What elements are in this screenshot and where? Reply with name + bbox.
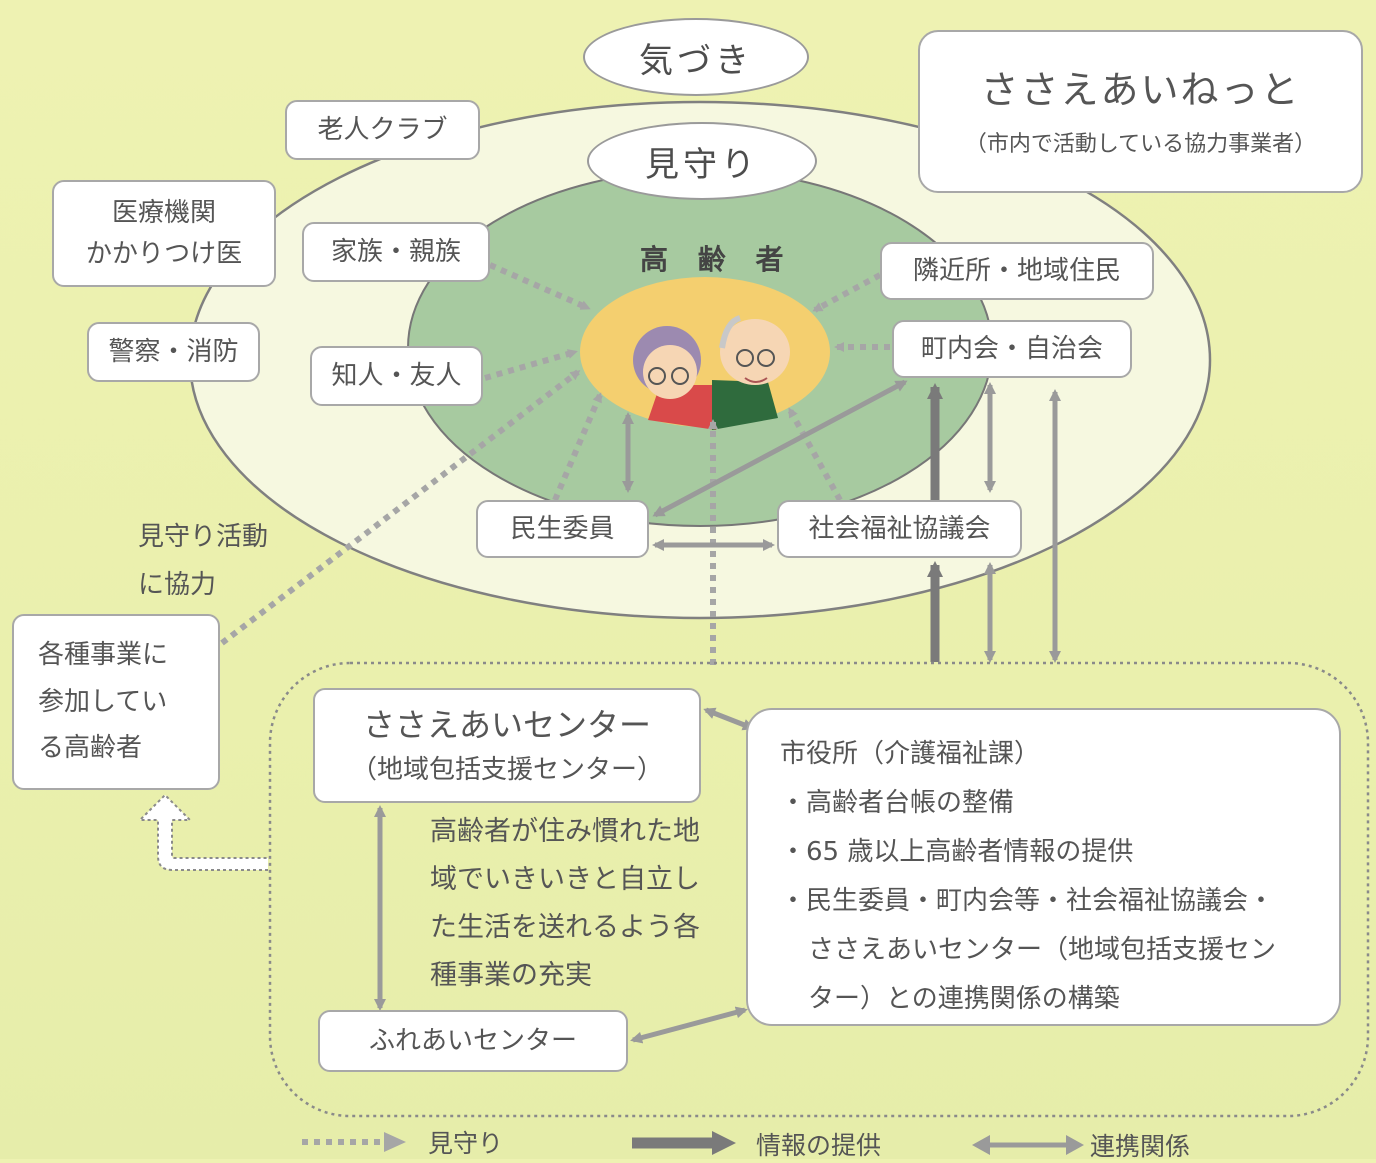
arrow-kinjo — [812, 272, 882, 313]
legend-renkei-label: 連携関係 — [1090, 1132, 1191, 1161]
center-title: 高 齢 者 — [640, 243, 794, 276]
desc-line4: 種事業の充実 — [430, 960, 592, 991]
node-chounai: 町内会・自治会 — [892, 320, 1132, 378]
arrow-kazoku — [488, 262, 591, 311]
lower-area-frame — [268, 661, 1370, 1118]
node-chijin-label: 知人・友人 — [331, 360, 462, 391]
link-fureai-city — [630, 1006, 748, 1044]
city-item-3: ・民生委員・町内会等・社会福祉協議会・ — [780, 886, 1275, 916]
node-kinjo: 隣近所・地域住民 — [880, 242, 1154, 300]
city-hall-title: 市役所（介護福祉課） — [780, 739, 1041, 769]
node-iryou: 医療機関 かかりつけ医 — [52, 180, 276, 287]
legend-grey-head-left — [972, 1135, 990, 1155]
link-minsei-chounai — [652, 379, 908, 518]
sasae-net-subtitle: （市内で活動している協力事業者） — [964, 131, 1317, 157]
sasae-center-title: ささえあいセンター — [362, 705, 651, 744]
node-iryou-line1: 医療機関 — [111, 198, 216, 229]
legend-grey-head-right — [1066, 1135, 1084, 1155]
sasae-center-subtitle: （地域包括支援センター） — [350, 755, 663, 786]
legend-mimamori-label: 見守り — [428, 1129, 504, 1158]
sasae-net-box: ささえあいねっと （市内で活動している協力事業者） — [918, 30, 1363, 193]
node-shakyo: 社会福祉協議会 — [777, 500, 1022, 558]
sasae-net-logo: ささえあいねっと — [980, 68, 1301, 112]
participants-line1: 各種事業に — [38, 639, 169, 670]
participants-line3: る高齢者 — [38, 733, 143, 764]
legend-jouhou-label: 情報の提供 — [756, 1131, 882, 1160]
side-note: 見守り活動 に協力 — [138, 513, 268, 609]
node-chounai-label: 町内会・自治会 — [920, 333, 1103, 364]
node-chijin: 知人・友人 — [310, 346, 483, 406]
desc-line1: 高齢者が住み慣れた地 — [430, 816, 700, 847]
node-keisatsu: 警察・消防 — [87, 322, 260, 382]
node-roujin-label: 老人クラブ — [317, 114, 448, 145]
city-item-4: ささえあいセンター（地域包括支援セン — [808, 935, 1277, 965]
mimamori-label: 見守り — [587, 122, 817, 200]
node-keisatsu-label: 警察・消防 — [108, 336, 239, 367]
center-description: 高齢者が住み慣れた地 域でいきいきと自立し た生活を送れるよう各 種事業の充実 — [430, 808, 700, 1000]
desc-line2: 域でいきいきと自立し — [430, 864, 700, 895]
legend-dark-head — [712, 1131, 736, 1155]
node-kazoku: 家族・親族 — [302, 222, 490, 282]
city-item-2: ・65 歳以上高齢者情報の提供 — [780, 837, 1134, 867]
sasae-center-box: ささえあいセンター （地域包括支援センター） — [313, 688, 701, 803]
participants-line2: 参加してい — [38, 686, 168, 717]
participants-box: 各種事業に 参加してい る高齢者 — [12, 614, 220, 790]
arrow-participants — [220, 369, 581, 646]
side-note-line1: 見守り活動 — [138, 522, 269, 552]
arrow-chijin — [484, 349, 578, 381]
node-kinjo-label: 隣近所・地域住民 — [912, 255, 1121, 286]
fureai-center-label: ふれあいセンター — [368, 1025, 577, 1056]
node-shakyo-label: 社会福祉協議会 — [808, 513, 991, 544]
link-sasae-city — [703, 707, 755, 731]
node-minsei-label: 民生委員 — [510, 513, 615, 544]
city-item-5: ター）との連携関係の構築 — [808, 984, 1120, 1014]
legend-marks — [302, 1131, 1084, 1155]
desc-line3: た生活を送れるよう各 — [430, 912, 700, 943]
legend-dotted-head — [384, 1132, 406, 1152]
node-minsei: 民生委員 — [476, 500, 649, 558]
node-kazoku-label: 家族・親族 — [330, 236, 461, 267]
kizuki-label: 気づき — [583, 18, 809, 96]
fureai-center-box: ふれあいセンター — [318, 1010, 628, 1072]
participants-hollow-arrow — [137, 793, 268, 871]
side-note-line2: に協力 — [138, 570, 217, 601]
city-item-1: ・高齢者台帳の整備 — [780, 788, 1015, 818]
node-roujin-club: 老人クラブ — [285, 100, 480, 160]
city-hall-box: 市役所（介護福祉課） ・高齢者台帳の整備 ・65 歳以上高齢者情報の提供 ・民生… — [746, 708, 1341, 1026]
node-iryou-line2: かかりつけ医 — [85, 238, 243, 269]
